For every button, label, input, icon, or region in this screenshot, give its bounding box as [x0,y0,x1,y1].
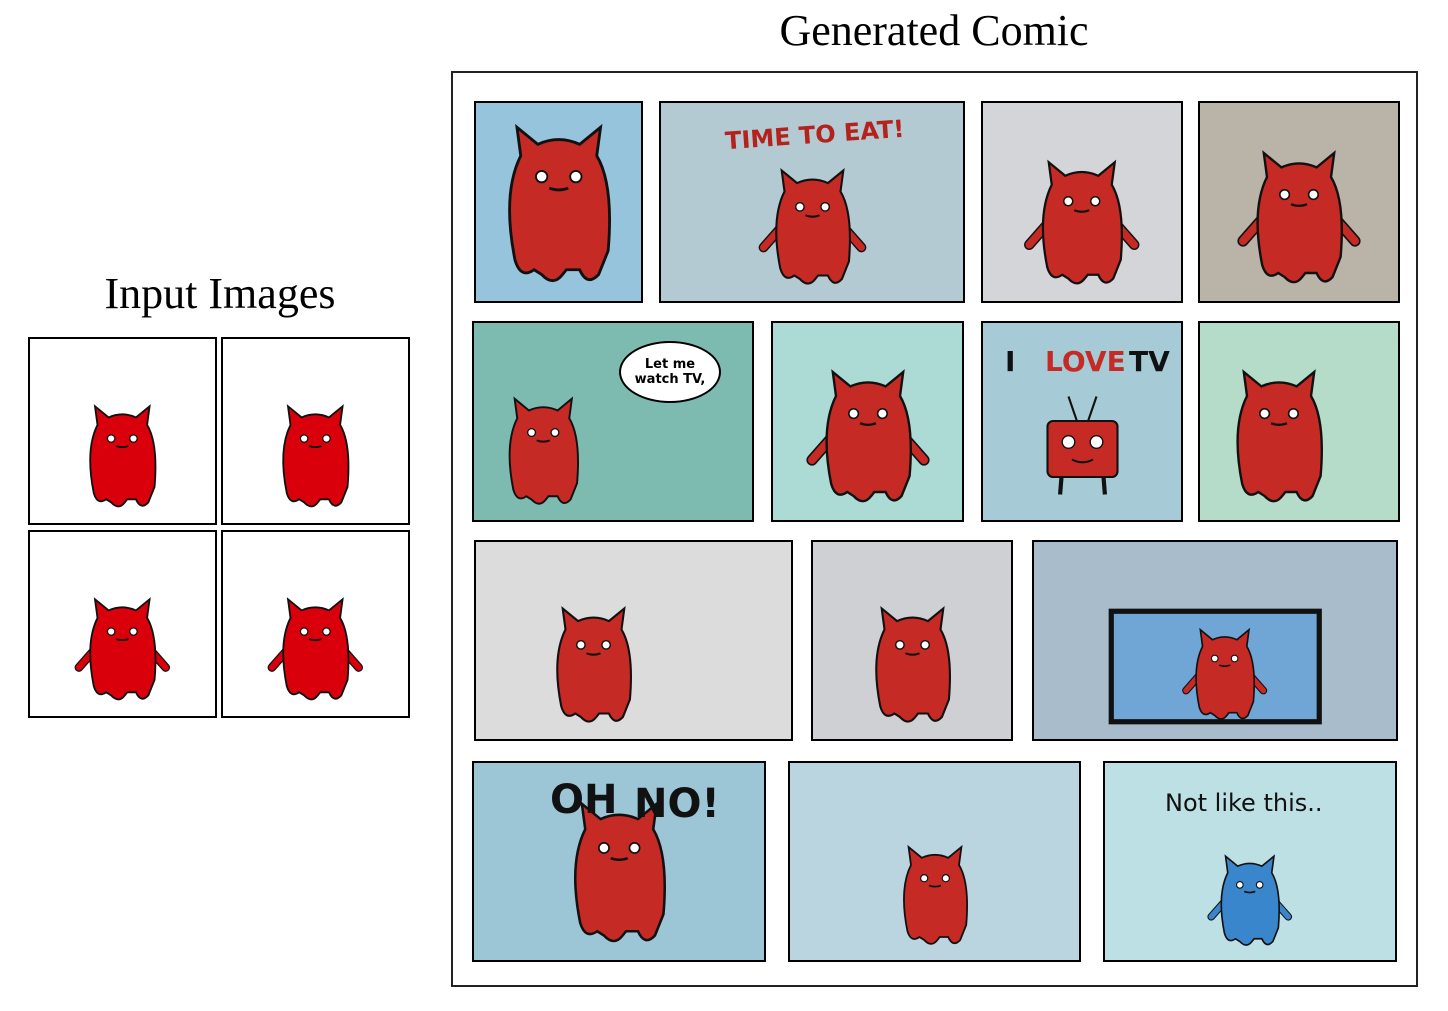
comic-panel [1198,321,1400,522]
panel-caption-tv: TV [1129,345,1170,378]
tv-character-illustration [1045,396,1119,495]
generated-comic-frame [451,71,1418,987]
creature-illustration [874,606,951,723]
creature-illustration [573,800,666,942]
panel-caption: Not like this.. [1165,789,1323,817]
input-image [28,337,217,525]
panel-caption-no: NO! [634,781,720,827]
creature-illustration [1024,159,1140,284]
comic-panel [811,540,1013,741]
input-images-title: Input Images [104,269,336,318]
panel-caption-i: I [1005,345,1016,378]
comic-panel [981,101,1183,303]
comic-panel [788,761,1081,962]
panel-caption-love: LOVE [1045,345,1126,378]
comic-panel [1032,540,1398,741]
creature-illustration [74,597,171,701]
comic-panel [474,540,793,741]
input-image [221,530,410,718]
tv-screen-illustration [1108,608,1322,724]
creature-illustration [805,369,930,503]
panel-caption-oh: OH [550,777,618,823]
input-image [28,530,217,718]
panel-caption: TIME TO EAT! [724,114,906,156]
creature-illustration [1207,853,1293,946]
comic-panel [474,101,643,303]
creature-illustration [1236,369,1323,503]
creature-illustration [556,606,632,723]
comic-panel: OH NO! [472,761,766,962]
creature-illustration [902,844,968,945]
creature-illustration [267,597,364,701]
creature-illustration [508,395,579,505]
creature-illustration [1237,150,1361,284]
creature-illustration [758,168,866,285]
comic-panel: Let me watch TV, [472,321,754,522]
comic-panel [1198,101,1400,303]
generated-comic-title: Generated Comic [779,6,1089,55]
creature-illustration [89,404,157,508]
comic-panel: Not like this.. [1103,761,1397,962]
comic-panel: I LOVE TV [981,321,1183,522]
speech-bubble: Let me watch TV, [619,341,721,403]
creature-illustration [282,404,350,508]
creature-illustration [507,123,611,282]
comic-panel [771,321,964,522]
input-image [221,337,410,525]
comic-panel: TIME TO EAT! [659,101,965,303]
